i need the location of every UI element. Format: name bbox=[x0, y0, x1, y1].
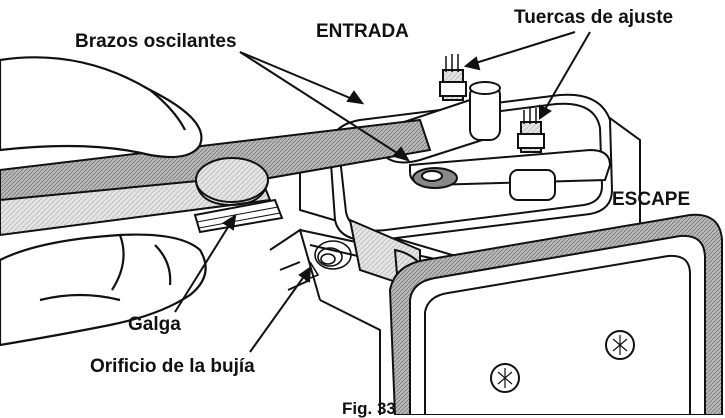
intake-label: ENTRADA bbox=[316, 21, 409, 42]
exhaust-label: ESCAPE bbox=[612, 189, 691, 210]
figure-caption: Fig. 33 bbox=[342, 399, 396, 418]
rocker-arms-label: Brazos oscilantes bbox=[75, 31, 237, 52]
leader-lines bbox=[174, 31, 591, 353]
feeler-gauge bbox=[0, 118, 432, 237]
hand bbox=[0, 56, 207, 347]
adjusting-nuts-label: Tuercas de ajuste bbox=[514, 7, 674, 28]
feeler-gauge-label: Galga bbox=[128, 314, 181, 335]
rocker-arms bbox=[379, 54, 612, 201]
valve-cover bbox=[388, 213, 723, 415]
spark-plug-hole bbox=[304, 240, 352, 281]
spark-plug-hole-label: Orificio de la bujía bbox=[90, 356, 255, 377]
